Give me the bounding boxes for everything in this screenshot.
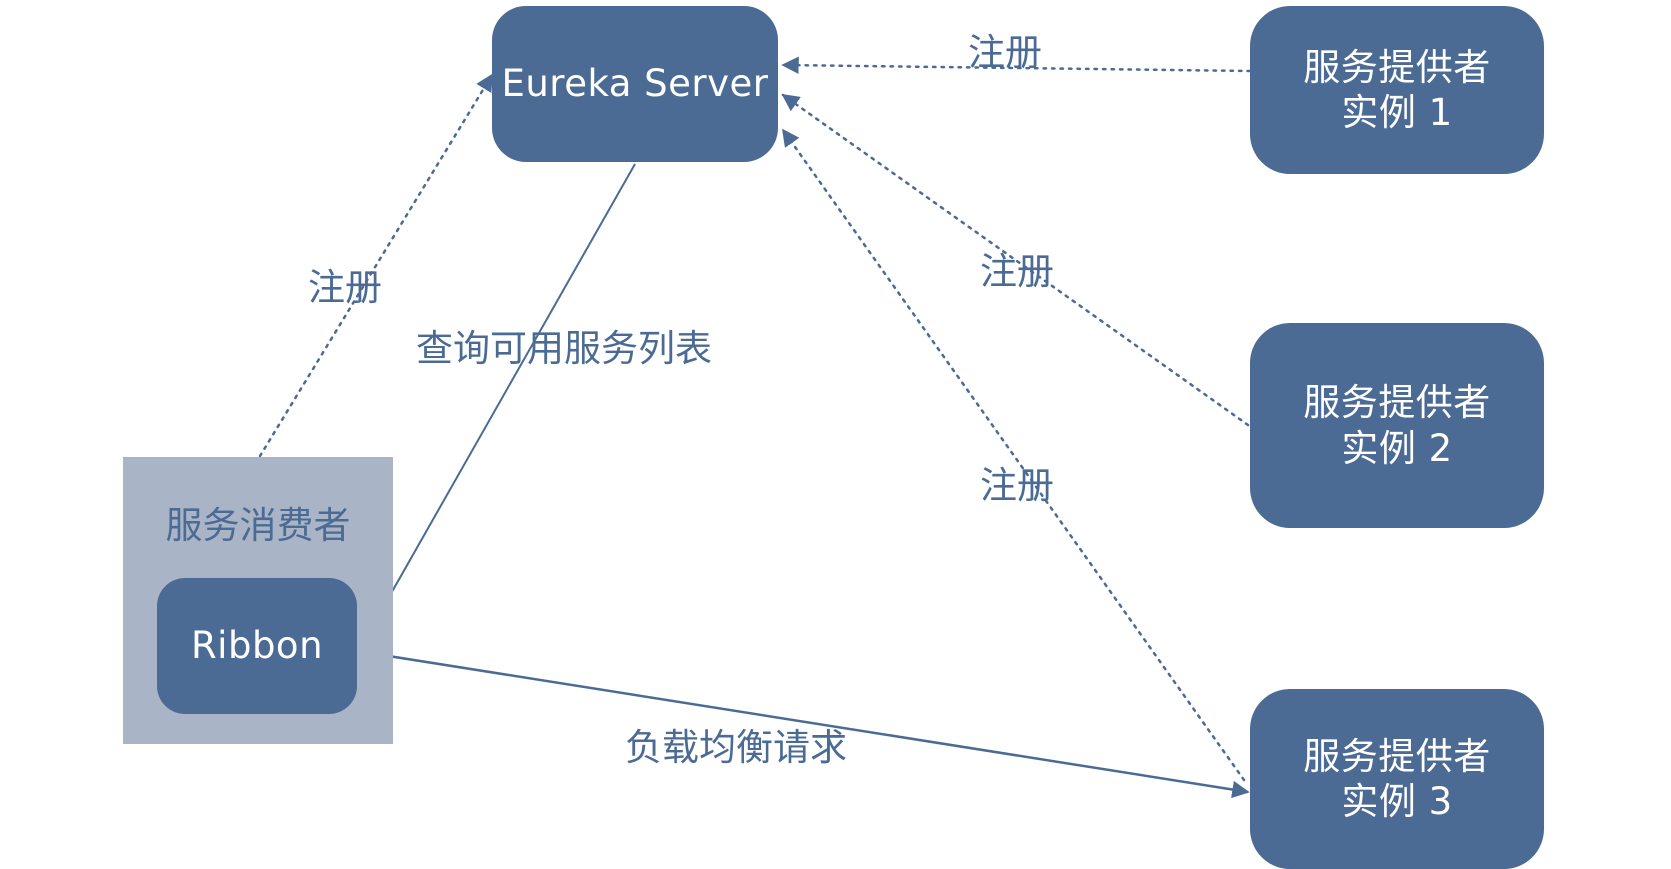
register-label-provider-3: 注册: [980, 464, 1054, 507]
query-service-list-label: 查询可用服务列表: [416, 327, 712, 370]
register-label-provider-1: 注册: [968, 31, 1042, 74]
register-label-consumer: 注册: [308, 266, 382, 309]
service-provider-3-label: 服务提供者 实例 3: [1303, 734, 1491, 823]
load-balanced-request-label: 负载均衡请求: [625, 726, 847, 769]
service-consumer-box: 服务消费者 Ribbon: [123, 457, 393, 744]
register-line-provider-2: [781, 93, 1250, 427]
ribbon-label: Ribbon: [190, 624, 324, 668]
register-line-provider-3: [781, 128, 1246, 782]
service-consumer-title: 服务消费者: [165, 504, 351, 547]
eureka-server-node: Eureka Server: [492, 6, 778, 162]
service-provider-3-node: 服务提供者 实例 3: [1250, 689, 1544, 869]
load-balance-line: [356, 649, 1250, 799]
register-line-provider-1: [781, 56, 1252, 74]
service-provider-1-label: 服务提供者 实例 1: [1303, 45, 1491, 134]
eureka-server-label: Eureka Server: [501, 62, 769, 106]
register-label-provider-2: 注册: [980, 250, 1054, 293]
ribbon-node: Ribbon: [157, 578, 357, 714]
register-line-consumer: [258, 73, 494, 458]
service-provider-1-node: 服务提供者 实例 1: [1250, 6, 1544, 174]
service-provider-2-node: 服务提供者 实例 2: [1250, 323, 1544, 528]
service-provider-2-label: 服务提供者 实例 2: [1303, 381, 1491, 470]
query-line: [359, 163, 636, 650]
